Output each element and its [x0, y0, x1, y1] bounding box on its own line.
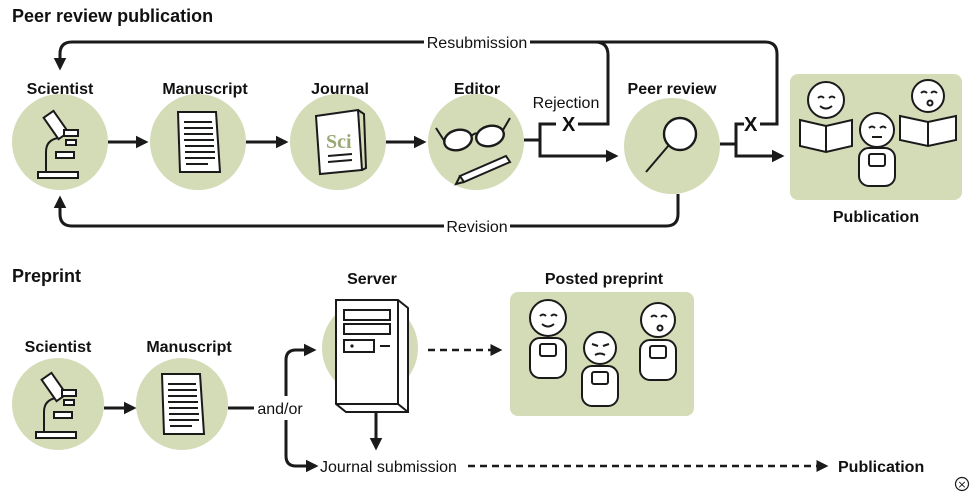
and-or-label: and/or [257, 401, 303, 418]
editor-label: Editor [454, 81, 500, 98]
resubmission-label-bg [424, 32, 530, 52]
preprint-publication-label: Publication [838, 459, 924, 476]
scientist-node [12, 94, 108, 190]
preprint-scientist-node [12, 358, 104, 450]
reader-center-icon [858, 112, 896, 187]
preprint-manuscript-label: Manuscript [146, 339, 232, 356]
preprint-section-title: Preprint [12, 266, 81, 286]
to-server-arrow [284, 343, 317, 396]
resubmission-arrow [53, 40, 610, 120]
scientist-label: Scientist [27, 81, 94, 98]
manuscript-node [150, 94, 246, 190]
journal-icon: Sci [314, 108, 368, 176]
publication-label: Publication [833, 209, 919, 226]
revision-label-bg [444, 216, 510, 236]
preprint-reader-center-icon [581, 331, 619, 407]
peer-review-section-title: Peer review publication [12, 6, 213, 26]
journal-label: Journal [311, 81, 369, 98]
posted-preprint-panel [510, 292, 694, 416]
magnifier-icon [645, 116, 698, 173]
manuscript-label: Manuscript [162, 81, 248, 98]
preprint-manuscript-node [136, 358, 228, 450]
reader-left-icon [799, 81, 853, 154]
preprint-reader-right-icon [639, 302, 677, 381]
publication-rejection-loop [530, 40, 779, 126]
document-icon [176, 111, 222, 173]
journal-node: Sci [290, 94, 386, 190]
posted-preprint-label: Posted preprint [545, 271, 664, 288]
rejection-x-mark: X [562, 114, 576, 136]
peer-review-label: Peer review [628, 81, 718, 98]
journal-cover-text: Sci [326, 131, 352, 153]
close-icon[interactable]: × [954, 476, 970, 492]
revision-label: Revision [446, 219, 507, 236]
peer-review-to-publication-arrow [734, 144, 785, 163]
resubmission-label: Resubmission [427, 35, 527, 52]
preprint-microscope-icon [35, 371, 77, 439]
to-journal-submission-arrow [284, 420, 319, 473]
preprint-scientist-label: Scientist [25, 339, 92, 356]
rejection-to-resubmission [578, 118, 610, 126]
microscope-icon [37, 109, 79, 179]
editor-to-peer-review-arrow [538, 140, 619, 163]
reader-right-icon [899, 79, 957, 148]
server-node [322, 299, 418, 413]
preprint-reader-left-icon [529, 299, 567, 379]
publication-panel [790, 74, 962, 200]
revision-arrow [53, 194, 680, 228]
server-tower-icon [335, 299, 409, 413]
close-icon-glyph: × [957, 478, 966, 491]
journal-submission-label: Journal submission [320, 459, 457, 476]
server-label: Server [347, 271, 397, 288]
peer-review-x-mark: X [744, 114, 758, 136]
preprint-document-icon [160, 373, 206, 435]
pencil-icon [454, 154, 512, 186]
glasses-icon [435, 117, 511, 152]
editor-rejection-branch [524, 122, 556, 142]
rejection-label: Rejection [533, 95, 600, 112]
peer-review-node [624, 98, 720, 194]
peer-review-rejection-branch [720, 122, 744, 146]
editor-node [428, 94, 524, 190]
